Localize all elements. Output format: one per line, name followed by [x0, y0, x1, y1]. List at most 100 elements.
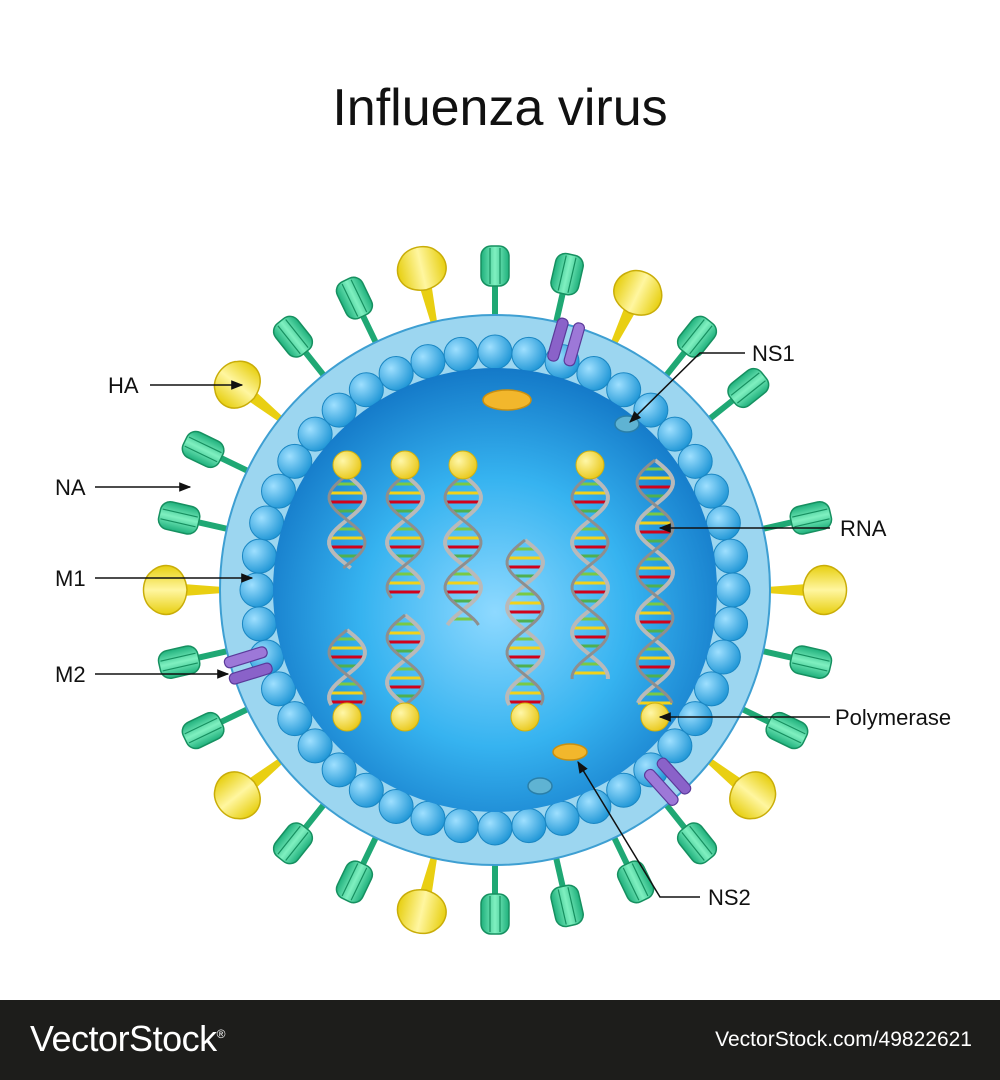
m1-protein-bead — [261, 671, 297, 707]
m2-ion-channel — [643, 757, 692, 806]
ns2-protein — [552, 743, 588, 761]
m2-ion-channel — [223, 646, 273, 685]
polymerase-complex — [448, 450, 478, 480]
rna-segment — [505, 538, 545, 732]
m1-protein-bead — [321, 752, 357, 788]
polymerase-complex — [575, 450, 605, 480]
neuraminidase-spike — [767, 564, 848, 616]
label-ns2: NS2 — [708, 885, 751, 910]
rna-segment — [385, 450, 425, 600]
image-credit: VectorStock.com/49822621 — [715, 1028, 972, 1051]
hemagglutinin-spike — [550, 252, 584, 326]
label-ha: HA — [108, 373, 139, 398]
label-polymerase: Polymerase — [835, 705, 951, 730]
hemagglutinin-spike — [705, 367, 770, 423]
registered-mark: ® — [216, 1027, 226, 1041]
brand-logo: VectorStock® — [30, 1018, 225, 1060]
m1-protein-bead — [606, 372, 642, 408]
m1-protein-bead — [410, 800, 446, 836]
m1-protein-bead — [410, 344, 446, 380]
hemagglutinin-spike — [662, 800, 718, 865]
m1-protein-bead — [606, 772, 642, 808]
neuraminidase-spike — [705, 757, 777, 820]
hemagglutinin-spike — [759, 645, 833, 679]
hemagglutinin-spike — [335, 276, 380, 347]
neuraminidase-spike — [396, 245, 447, 326]
rna-segment — [635, 458, 675, 732]
m2-channels — [223, 317, 692, 806]
label-na: NA — [55, 475, 86, 500]
hemagglutinin-spike — [181, 705, 252, 750]
m1-protein-bead — [713, 538, 749, 574]
footer-bar: VectorStock® VectorStock.com/49822621 — [0, 1000, 1000, 1080]
neuraminidase-spike — [396, 854, 447, 935]
m1-protein-bead — [477, 810, 513, 846]
ns2-protein-top — [482, 389, 532, 411]
m1-protein-bead — [241, 606, 277, 642]
label-ns1: NS1 — [752, 341, 795, 366]
hemagglutinin-spike — [480, 245, 510, 318]
polymerase-complex — [390, 702, 420, 732]
m1-protein-bead — [657, 416, 693, 452]
rna-segment — [327, 450, 367, 570]
m1-protein-bead — [511, 336, 547, 372]
hemagglutinin-spike — [738, 705, 809, 750]
ns1-protein-lower — [527, 777, 553, 795]
polymerase-complex — [332, 450, 362, 480]
m1-protein-bead — [705, 639, 741, 675]
m1-protein-bead — [241, 538, 277, 574]
m1-protein-bead — [443, 336, 479, 372]
hemagglutinin-spike — [662, 315, 718, 380]
label-m1: M1 — [55, 566, 86, 591]
m1-protein-bead — [348, 372, 384, 408]
m1-protein-bead — [657, 728, 693, 764]
ns1-leader — [629, 352, 745, 423]
hemagglutinin-spike — [272, 800, 328, 865]
m1-matrix-layer — [239, 334, 751, 846]
m1-protein-bead — [705, 505, 741, 541]
m1-protein-bead — [277, 443, 313, 479]
m1-protein-bead — [633, 392, 669, 428]
influenza-virus-diagram: HA NA M1 M2 NS1 RNA Polymerase NS2 — [55, 245, 951, 935]
m1-protein-bead — [378, 788, 414, 824]
m1-protein-bead — [544, 800, 580, 836]
m1-protein-bead — [249, 505, 285, 541]
m1-protein-bead — [378, 356, 414, 392]
m1-protein-bead — [677, 701, 713, 737]
m1-protein-bead — [443, 808, 479, 844]
m1-protein-bead — [715, 572, 751, 608]
m1-protein-bead — [693, 671, 729, 707]
diagram-title: Influenza virus — [332, 79, 668, 137]
rna-segment — [327, 628, 367, 732]
m1-protein-bead — [576, 356, 612, 392]
neuraminidase-spike — [213, 757, 285, 820]
m1-protein-bead — [297, 728, 333, 764]
m1-protein-bead — [321, 392, 357, 428]
m1-protein-bead — [693, 473, 729, 509]
m1-protein-bead — [713, 606, 749, 642]
m1-protein-bead — [277, 701, 313, 737]
polymerase-complex — [332, 702, 362, 732]
ns1-protein — [614, 415, 640, 433]
hemagglutinin-spike — [157, 501, 231, 535]
hemagglutinin-spike — [181, 430, 252, 475]
hemagglutinin-spike — [272, 315, 328, 380]
label-rna: RNA — [840, 516, 887, 541]
m1-protein-bead — [348, 772, 384, 808]
m2-ion-channel — [547, 317, 586, 367]
m1-protein-bead — [297, 416, 333, 452]
polymerase-complex — [390, 450, 420, 480]
ns2-leader — [577, 760, 700, 898]
m1-protein-bead — [677, 443, 713, 479]
m1-protein-bead — [261, 473, 297, 509]
rna-segment — [443, 450, 483, 627]
hemagglutinin-spike — [480, 862, 510, 935]
brand-name: VectorStock — [30, 1018, 217, 1059]
hemagglutinin-spike — [550, 854, 584, 928]
rna-segments — [327, 450, 675, 732]
polymerase-complex — [510, 702, 540, 732]
rna-segment — [570, 450, 610, 679]
surface-glycoproteins — [142, 245, 848, 935]
neuraminidase-spike — [610, 269, 663, 347]
neuraminidase-spike — [142, 564, 223, 616]
